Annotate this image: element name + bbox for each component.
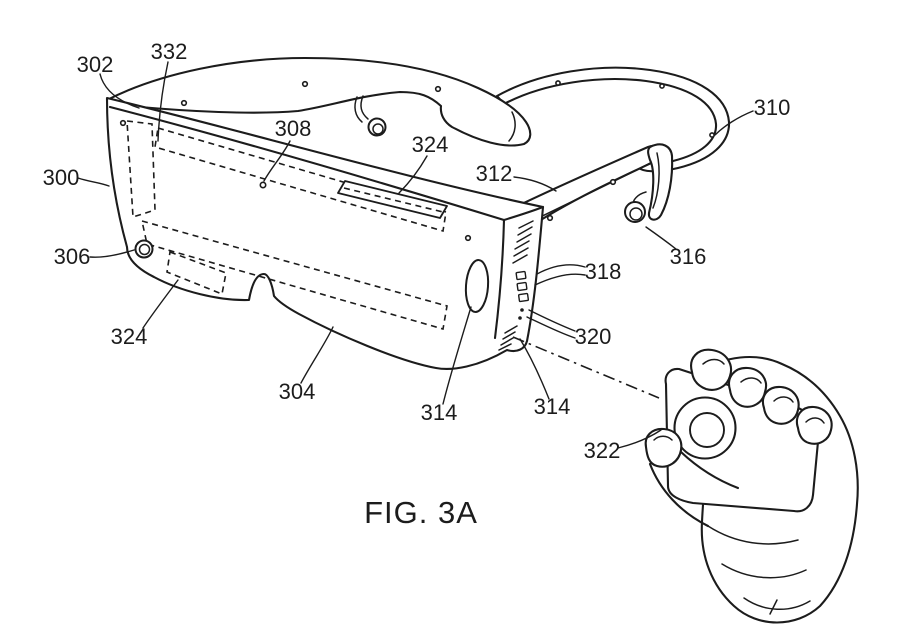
screw-hole: [119, 119, 127, 127]
ref-label-322: 322: [584, 438, 621, 463]
ref-label-310: 310: [754, 95, 791, 120]
indicator-dot-320: [520, 308, 524, 312]
leader-310: [714, 110, 754, 136]
leader-314-side: [519, 338, 550, 400]
ear-hook: [647, 143, 674, 221]
vent-hatching-top: [512, 220, 534, 264]
finger-ring: [761, 385, 800, 425]
headband-hole: [709, 132, 715, 138]
leader-320-a: [528, 309, 576, 332]
finger-middle: [728, 366, 768, 408]
slot-324-midline: [343, 187, 444, 213]
palm-crease: [707, 525, 799, 545]
leader-lines: [77, 61, 754, 449]
ear-hook-inner-line: [652, 152, 660, 209]
housing-corner-seam: [502, 205, 545, 222]
leader-318-b: [534, 273, 586, 286]
earbud-cord: [360, 95, 369, 120]
palm-crease: [721, 563, 807, 579]
ref-label-316: 316: [670, 244, 707, 269]
leader-324-bottom: [142, 279, 179, 329]
thumb: [644, 427, 683, 468]
indicator-dot-320: [518, 316, 522, 320]
leader-316: [645, 226, 677, 250]
hidden-component-small: [166, 250, 227, 296]
headband-hole: [659, 83, 665, 89]
ref-label-320: 320: [575, 324, 612, 349]
ref-label-318: 318: [585, 259, 622, 284]
finger-pinky: [795, 405, 833, 445]
hand-with-remote: [644, 348, 859, 624]
hidden-component-band: [140, 219, 448, 331]
leader-308: [263, 140, 291, 182]
fingernail: [805, 417, 825, 424]
thumbnail: [653, 435, 673, 441]
leader-312: [513, 176, 557, 192]
leader-314-front: [442, 306, 472, 405]
brow-bar-fold-line: [508, 111, 516, 142]
thumb-outer-edge: [648, 462, 710, 528]
headset-drawing: [105, 56, 731, 370]
leader-304: [300, 326, 334, 384]
vent-hatching-bottom: [498, 325, 518, 351]
leader-302: [99, 73, 140, 109]
screw-hole: [609, 178, 617, 186]
housing-right-seam: [493, 218, 506, 340]
signal-dash-line: [512, 336, 660, 399]
figure-caption: FIG. 3A: [364, 495, 478, 530]
ear-speaker-inner: [629, 207, 643, 221]
leader-320-b: [526, 316, 576, 339]
ref-label-308: 308: [275, 116, 312, 141]
screw-hole: [464, 234, 472, 242]
ref-label-332: 332: [151, 39, 188, 64]
headband-strap: [495, 66, 731, 173]
ref-label-304: 304: [279, 379, 316, 404]
ref-label-302: 302: [77, 52, 114, 77]
fingernail: [702, 358, 725, 365]
ref-label-314-front: 314: [421, 400, 458, 425]
brow-bar: [105, 56, 532, 147]
ref-label-300: 300: [43, 165, 80, 190]
fingernail: [773, 396, 794, 403]
leader-318-a: [536, 264, 586, 275]
camera-306-inner: [138, 243, 151, 256]
click-wheel-center: [689, 412, 725, 448]
finger-index: [690, 348, 732, 391]
screw-hole: [546, 214, 554, 222]
ref-label-324-top: 324: [412, 132, 449, 157]
screw-hole: [180, 99, 188, 107]
screw-hole: [301, 80, 309, 88]
ref-label-312: 312: [476, 161, 513, 186]
screw-hole: [434, 85, 442, 93]
earbud-cord: [354, 96, 363, 123]
ref-label-314-side: 314: [534, 394, 571, 419]
ref-label-306: 306: [54, 244, 91, 269]
leader-300: [77, 177, 110, 187]
click-wheel: [673, 396, 737, 460]
wrist-line: [743, 597, 811, 611]
headband-hole: [555, 80, 561, 86]
leader-332: [157, 61, 169, 142]
slot-324: [337, 180, 448, 219]
side-buttons-318: [515, 270, 530, 303]
wrist-notch: [769, 599, 778, 615]
ref-label-324-bottom: 324: [111, 324, 148, 349]
leader-306: [89, 249, 135, 258]
leader-324-top: [398, 155, 428, 194]
housing-top-seam: [108, 105, 506, 222]
leader-322: [617, 429, 662, 449]
oval-button-314: [464, 259, 490, 313]
marker-308: [259, 181, 267, 189]
earbud-inner: [372, 123, 384, 135]
fingernail: [740, 377, 762, 384]
reference-numerals: 300 302 304 306 308 310 312 314 314 316 …: [43, 39, 791, 463]
thumb-inner-edge: [679, 450, 740, 490]
